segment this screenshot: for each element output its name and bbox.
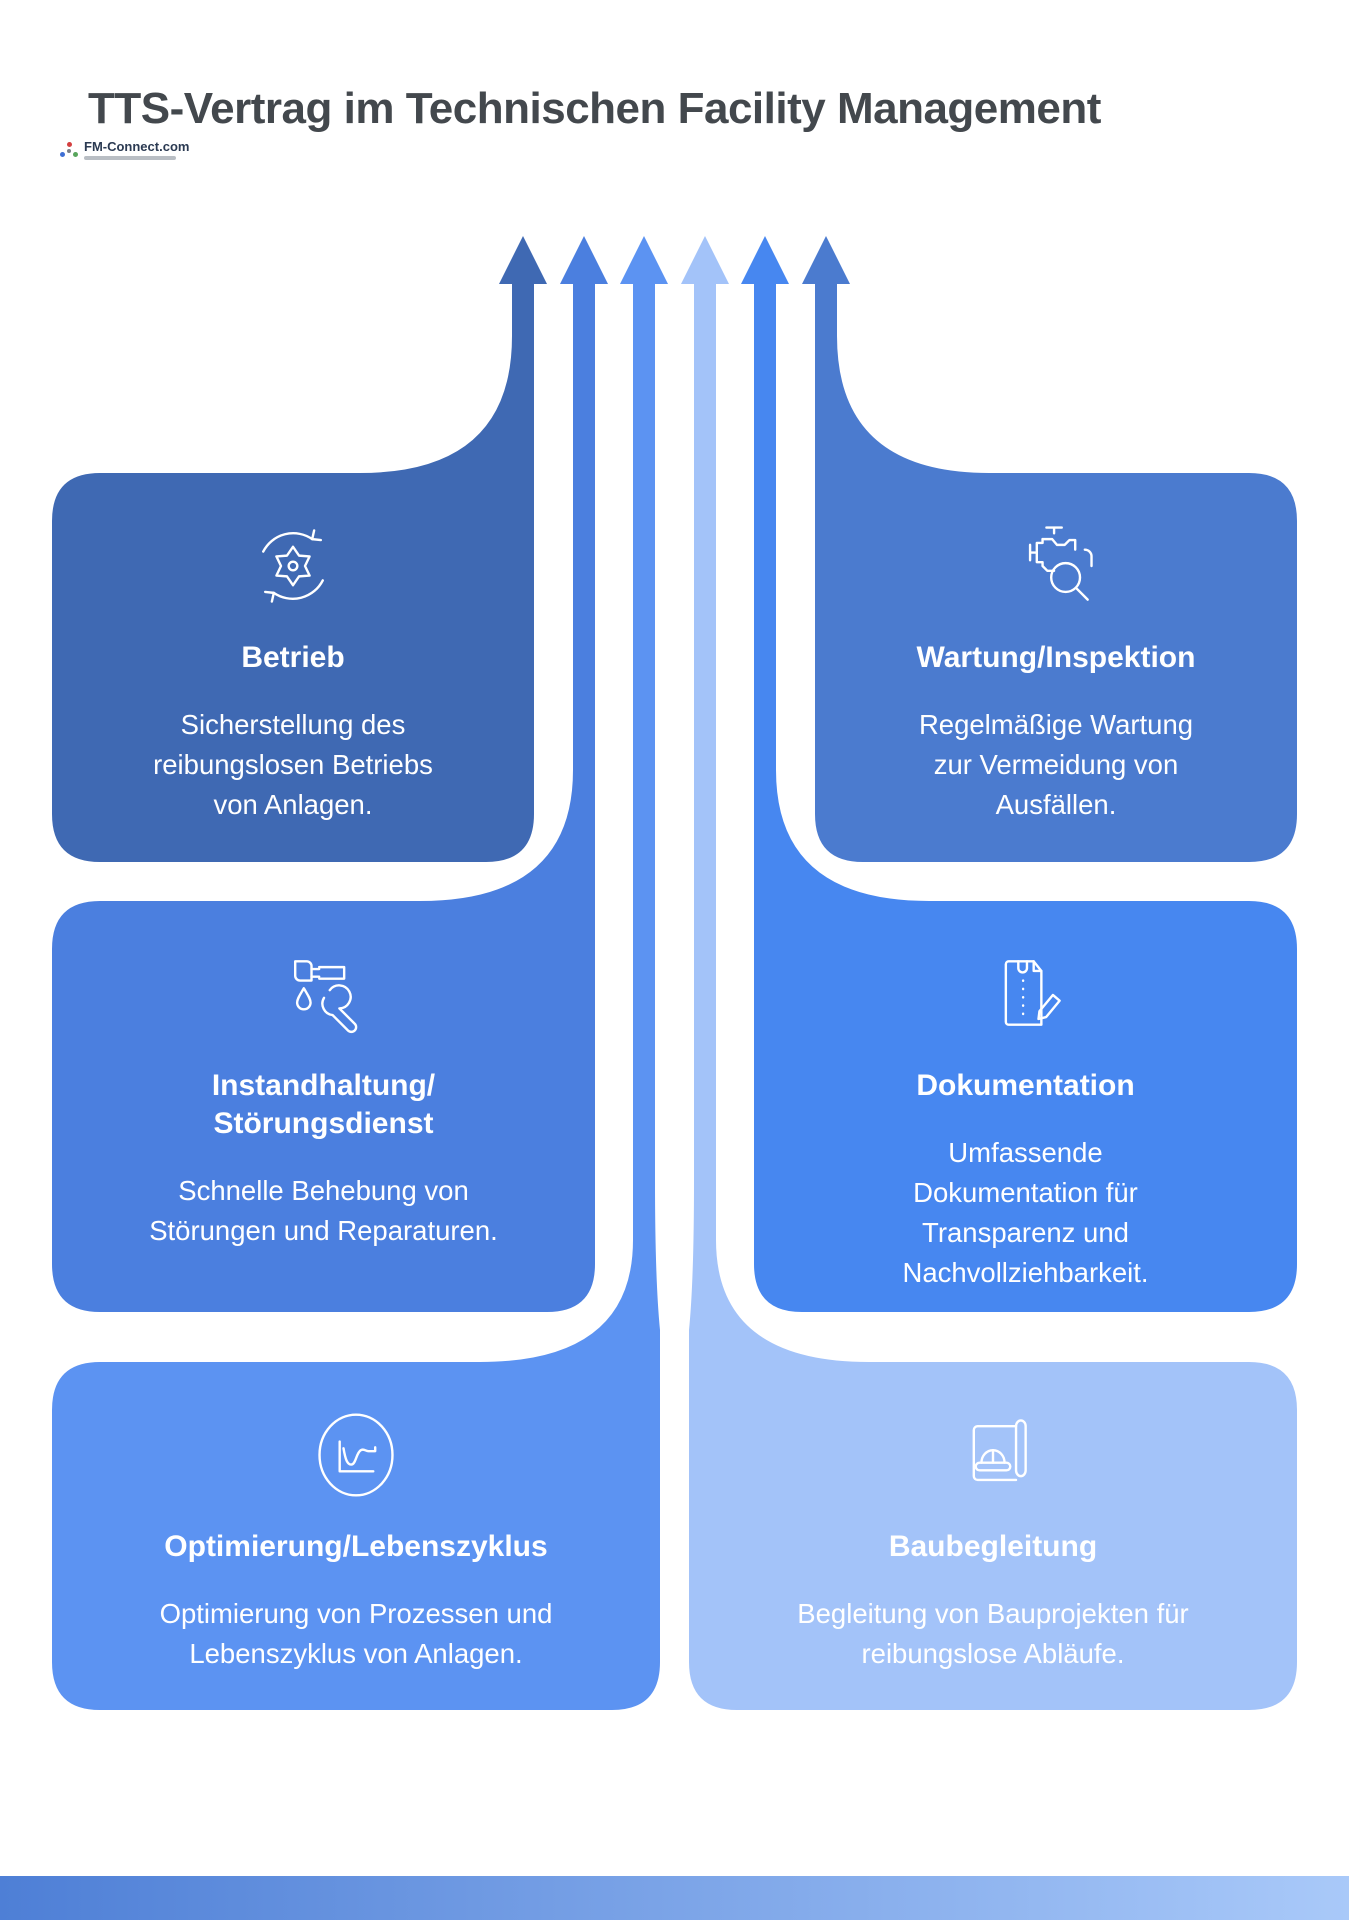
card-shape-baubegleitung	[681, 236, 1297, 1710]
card-title: Baubegleitung	[888, 1530, 1098, 1563]
card-body: Optimierung von Prozessen und Lebenszykl…	[159, 1598, 553, 1669]
card-baubegleitung: Baubegleitung Begleitung von Bauprojekte…	[689, 1362, 1297, 1710]
card-body: Regelmäßige Wartung zur Vermeidung von A…	[918, 709, 1194, 820]
logo-tagline	[84, 156, 176, 160]
blueprint-helmet-icon	[945, 1407, 1041, 1503]
card-shape-wartung	[802, 236, 1297, 862]
card-title: Optimierung/Lebenszyklus	[164, 1530, 548, 1563]
card-shape-betrieb	[52, 236, 547, 862]
gear-cycle-icon	[245, 518, 341, 614]
card-optimierung: Optimierung/Lebenszyklus Optimierung von…	[52, 1362, 660, 1710]
card-shape-dokumentation	[741, 236, 1297, 1312]
card-body: Umfassende Dokumentation für Transparenz…	[902, 1137, 1149, 1288]
logo-atom-icon	[58, 140, 80, 162]
page-title: TTS-Vertrag im Technischen Facility Mana…	[88, 84, 1101, 133]
engine-magnifier-icon	[1008, 518, 1104, 614]
card-title: Instandhaltung/ Störungsdienst	[211, 1069, 436, 1140]
card-wartung-inspektion: Wartung/Inspektion Regelmäßige Wartung z…	[815, 473, 1297, 862]
card-title: Betrieb	[241, 641, 345, 674]
card-body: Sicherstellung des reibungslosen Betrieb…	[153, 709, 433, 820]
footer-bar	[0, 1876, 1349, 1920]
document-pencil-icon	[978, 946, 1074, 1042]
card-dokumentation: Dokumentation Umfassende Dokumentation f…	[754, 901, 1297, 1312]
card-title: Wartung/Inspektion	[916, 641, 1196, 674]
logo-text: FM-Connect.com	[84, 139, 190, 154]
faucet-wrench-icon	[276, 946, 372, 1042]
card-shape-instandhaltung	[52, 236, 608, 1312]
card-body: Schnelle Behebung von Störungen und Repa…	[149, 1175, 498, 1246]
card-body: Begleitung von Bauprojekten für reibungs…	[797, 1598, 1189, 1669]
card-betrieb: Betrieb Sicherstellung des reibungslosen…	[52, 473, 534, 862]
card-title: Dokumentation	[916, 1069, 1135, 1102]
card-instandhaltung: Instandhaltung/ Störungsdienst Schnelle …	[52, 901, 595, 1312]
chart-circle-icon	[308, 1407, 404, 1503]
fm-connect-logo: FM-Connect.com	[58, 140, 189, 162]
